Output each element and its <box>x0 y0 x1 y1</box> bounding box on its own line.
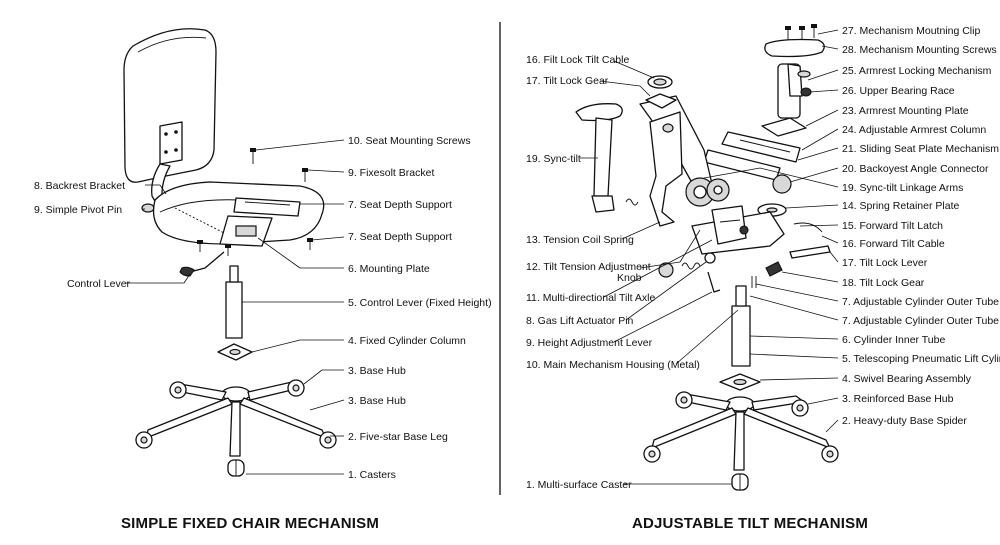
label-forward-tilt-latch: 15. Forward Tilt Latch <box>842 220 943 232</box>
label-armrest-locking: 25. Armrest Locking Mechanism <box>842 65 992 77</box>
label-cylinder-inner: 6. Cylinder Inner Tube <box>842 334 945 346</box>
simple-chair-illustration <box>123 28 337 477</box>
label-height-lever: 9. Height Adjustment Lever <box>526 337 653 349</box>
label-mounting-plate: 6. Mounting Plate <box>348 263 430 275</box>
label-sync-tilt-arms: 19. Sync-tilt Linkage Arms <box>842 182 963 194</box>
label-fixed-cylinder: 4. Fixed Cylinder Column <box>348 335 466 347</box>
title-adjustable-tilt: ADJUSTABLE TILT MECHANISM <box>632 515 868 532</box>
left-leader-lines <box>126 139 345 475</box>
seat-base <box>152 181 325 245</box>
label-cylinder-outer-b: 7. Adjustable Cylinder Outer Tube <box>842 315 999 327</box>
label-forward-tilt-cable: 16. Forward Tilt Cable <box>842 238 945 250</box>
label-tilt-lock-gear-18: 18. Tilt Lock Gear <box>842 277 925 289</box>
label-mounting-clip: 27. Mechanism Moutning Clip <box>842 25 980 37</box>
tilt-mechanism-illustration <box>575 24 839 491</box>
control-lever <box>189 251 225 273</box>
backrest-bracket <box>159 121 183 165</box>
label-control-lever-fixed: 5. Control Lever (Fixed Height) <box>348 297 492 309</box>
tilt-gears <box>685 174 792 207</box>
label-seat-depth-support-a: 7. Seat Depth Support <box>348 199 452 211</box>
label-upper-bearing-race: 26. Upper Bearing Race <box>842 85 955 97</box>
label-multi-surface-caster: 1. Multi-surface Caster <box>526 479 632 491</box>
label-base-spider: 2. Heavy-duty Base Spider <box>842 415 967 427</box>
label-control-lever: Control Lever <box>67 278 131 290</box>
label-reinforced-hub: 3. Reinforced Base Hub <box>842 393 954 405</box>
label-casters: 1. Casters <box>348 469 396 481</box>
mounting-clips <box>785 24 817 40</box>
label-armrest-mounting-plate: 23. Armrest Mounting Plate <box>842 105 969 117</box>
label-seat-mounting-screws: 10. Seat Mounting Screws <box>348 135 471 147</box>
label-tilt-axle: 11. Multi-directional Tilt Axle <box>526 292 656 304</box>
right-panel-right-labels: 27. Mechanism Moutning Clip 28. Mechanis… <box>842 25 1000 427</box>
heavy-duty-base <box>643 391 839 491</box>
tilt-lock-gear-top <box>645 93 677 109</box>
armrest-pad <box>764 38 825 58</box>
right-leader-lines <box>580 29 839 485</box>
label-tilt-lock-lever: 17. Tilt Lock Lever <box>842 257 928 269</box>
label-pneumatic-cylinder: 5. Telescoping Pneumatic Lift Cylinder <box>842 353 1000 365</box>
label-sliding-seat-plate: 21. Sliding Seat Plate Mechanism <box>842 143 999 155</box>
label-tension-coil-spring: 13. Tension Coil Spring <box>526 234 634 246</box>
label-fixesolt-bracket: 9. Fixesolt Bracket <box>348 167 434 179</box>
label-swivel-bearing: 4. Swivel Bearing Assembly <box>842 373 972 385</box>
label-base-hub-a: 3. Base Hub <box>348 365 406 377</box>
tension-coil-spring <box>625 198 639 206</box>
label-filt-lock-tilt-cable: 16. Filt Lock Tilt Cable <box>526 54 629 66</box>
label-simple-pivot-pin: 9. Simple Pivot Pin <box>34 204 122 216</box>
cylinder-outer-tube <box>731 305 751 367</box>
label-mechanism-housing: 10. Main Mechanism Housing (Metal) <box>526 359 700 371</box>
label-backoyest-connector: 20. Backoyest Angle Connector <box>842 163 989 175</box>
label-seat-depth-support-b: 7. Seat Depth Support <box>348 231 452 243</box>
pivot-pin <box>141 203 155 213</box>
label-base-hub-b: 3. Base Hub <box>348 395 406 407</box>
tilt-lock-lever <box>789 245 831 259</box>
right-panel-left-labels: 16. Filt Lock Tilt Cable 17. Tilt Lock G… <box>526 54 700 491</box>
casters <box>135 379 337 477</box>
label-tilt-lock-gear-17: 17. Tilt Lock Gear <box>526 75 609 87</box>
label-backrest-bracket: 8. Backrest Bracket <box>34 180 125 192</box>
label-spring-retainer: 14. Spring Retainer Plate <box>842 200 959 212</box>
label-cylinder-outer-a: 7. Adjustable Cylinder Outer Tube <box>842 296 999 308</box>
title-simple-fixed: SIMPLE FIXED CHAIR MECHANISM <box>121 515 379 532</box>
label-armrest-column: 24. Adjustable Armrest Column <box>842 124 986 136</box>
label-sync-tilt: 19. Sync-tilt <box>526 153 581 165</box>
label-five-star-base-leg: 2. Five-star Base Leg <box>348 431 448 443</box>
seat-screws <box>197 148 313 256</box>
backrest-panel <box>123 28 217 183</box>
left-labels: 10. Seat Mounting Screws 9. Fixesolt Bra… <box>34 135 492 481</box>
label-tilt-tension-knob: 12. Tilt Tension Adjustment Knob <box>526 261 654 284</box>
label-mounting-screws: 28. Mechanism Mounting Screws <box>842 44 997 56</box>
cylinder-column <box>225 281 243 339</box>
armrest-plate <box>761 117 807 137</box>
label-gas-lift-pin: 8. Gas Lift Actuator Pin <box>526 315 634 327</box>
sliding-seat-plate <box>721 131 801 163</box>
